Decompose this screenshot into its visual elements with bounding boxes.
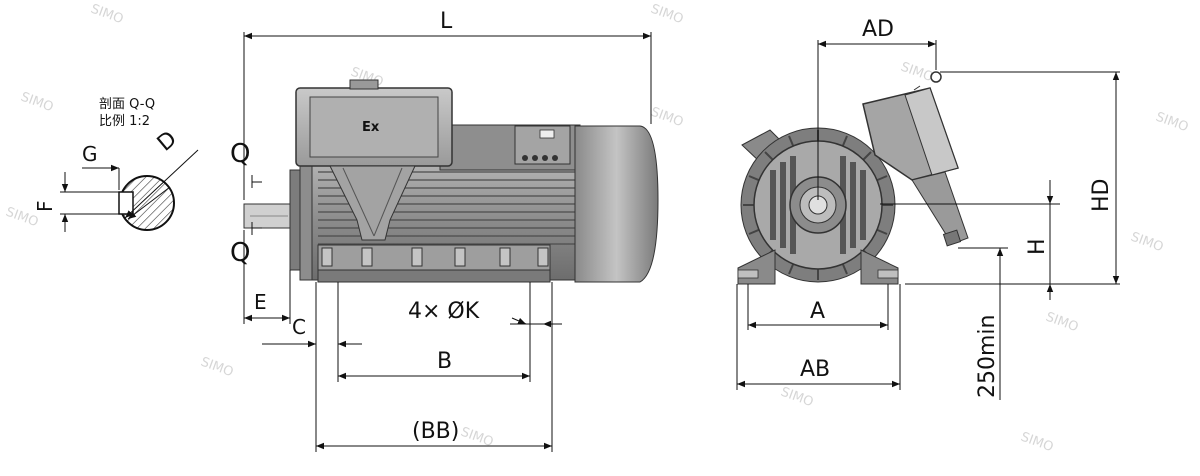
ex-mark: Ex [362,120,380,135]
watermark-text: SIMO [1044,310,1081,336]
dim-label-b: B [437,349,452,374]
dim-label-k: 4× ØK [408,299,480,324]
dim-label-e: E [254,290,267,314]
dim-label-c: C [292,315,306,339]
section-title: 剖面 Q-Q [99,97,155,112]
watermark-text: SIMO [89,2,126,28]
dim-label-g: G [82,142,98,166]
dim-label-h: H [1025,238,1050,255]
keyway [118,191,134,215]
dim-label-hd: HD [1089,179,1114,212]
watermark-text: SIMO [649,2,686,28]
watermark-text: SIMO [899,60,936,86]
section-mark-q-upper: Q [230,139,250,169]
dim-label-250min: 250min [975,315,1000,398]
base-frame [317,244,551,271]
section-qq: 剖面 Q-Q 比例 1:2 G D F [33,97,199,232]
watermark-text: SIMO [649,105,686,131]
watermark-text: SIMO [1019,430,1056,456]
end-view-motor [737,71,969,285]
section-scale: 比例 1:2 [99,114,150,129]
foot-right [860,249,899,285]
dim-label-bb: (BB) [412,419,459,444]
side-view-dimensions: L Q Q E C B 4× ØK (BB) [230,9,652,452]
fan-cover [574,125,659,283]
side-view-motor: Ex [243,79,659,283]
dim-label-a: A [810,299,825,324]
dim-label-f: F [33,200,57,212]
dim-label-ad: AD [862,17,894,42]
dim-label-ab: AB [800,357,830,382]
dim-label-d: D [153,127,182,157]
end-view-dimensions: AD HD H 250min A AB [736,17,1120,400]
watermark-text: SIMO [779,385,816,411]
cable-gland [911,171,969,245]
watermark-text: SIMO [19,90,56,116]
terminal-support [329,165,416,241]
foot-left [737,249,776,285]
dim-label-l: L [440,9,453,34]
section-mark-q-lower: Q [230,238,250,268]
watermark-text: SIMO [199,355,236,381]
feet [317,269,551,283]
watermark-text: SIMO [1154,110,1191,136]
watermark-text: SIMO [1129,230,1166,256]
